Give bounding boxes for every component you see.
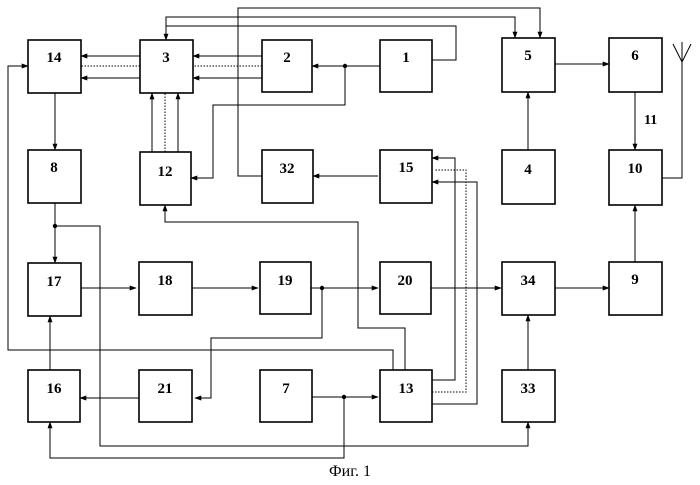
block-8: 8 [28, 150, 81, 203]
block-14: 14 [28, 40, 81, 93]
block-label: 20 [398, 273, 413, 289]
block-34: 34 [502, 262, 555, 315]
junction-dot [343, 64, 347, 68]
block-label: 5 [524, 48, 532, 64]
block-label: 21 [158, 381, 173, 397]
figure-caption: Фиг. 1 [329, 463, 371, 480]
block-label: 10 [628, 161, 643, 177]
block-label: 32 [280, 161, 295, 177]
block-label: 2 [283, 50, 291, 66]
antenna-icon [673, 42, 691, 62]
block-19: 19 [260, 262, 311, 314]
wire-13-to-15-dotted [432, 170, 466, 392]
block-33: 33 [502, 370, 555, 422]
block-17: 17 [28, 263, 81, 316]
block-4: 4 [502, 150, 555, 204]
block-label: 1 [402, 50, 410, 66]
block-7: 7 [260, 370, 312, 422]
block-label: 14 [47, 50, 63, 66]
block-20: 20 [380, 262, 431, 314]
block-9: 9 [609, 262, 662, 315]
junction-dot [342, 395, 346, 399]
block-label: 9 [631, 272, 639, 288]
connections [8, 8, 691, 458]
block-13: 13 [380, 370, 432, 422]
block-label: 34 [521, 273, 537, 289]
block-15: 15 [380, 150, 432, 203]
wire-13-to-14 [8, 66, 393, 370]
block-32: 32 [262, 150, 313, 203]
block-label: 33 [521, 381, 536, 397]
block-label: 12 [158, 164, 173, 180]
block-2: 2 [262, 40, 312, 92]
line-label-11: 11 [644, 113, 657, 128]
block-label: 13 [399, 381, 414, 397]
block-6: 6 [609, 38, 662, 92]
block-21: 21 [139, 370, 192, 422]
block-12: 12 [140, 152, 191, 205]
block-5: 5 [502, 38, 555, 92]
wire-10-to-antenna [662, 62, 682, 178]
block-label: 6 [631, 48, 639, 64]
block-label: 7 [282, 381, 290, 397]
block-label: 4 [524, 162, 532, 178]
block-16: 16 [28, 370, 80, 422]
junction-dot [53, 224, 57, 228]
block-10: 10 [609, 150, 662, 205]
block-label: 17 [47, 274, 63, 290]
wire-13-to-15-a [432, 158, 455, 380]
block-label: 18 [158, 273, 173, 289]
block-label: 3 [162, 50, 170, 66]
block-label: 19 [278, 273, 293, 289]
block-label: 15 [399, 160, 414, 176]
block-18: 18 [139, 262, 192, 315]
block-label: 16 [47, 381, 63, 397]
wire-to-5-a [166, 17, 515, 38]
block-3: 3 [140, 40, 193, 93]
block-label: 8 [50, 160, 58, 176]
block-1: 1 [380, 40, 432, 92]
junction-dot [320, 286, 324, 290]
